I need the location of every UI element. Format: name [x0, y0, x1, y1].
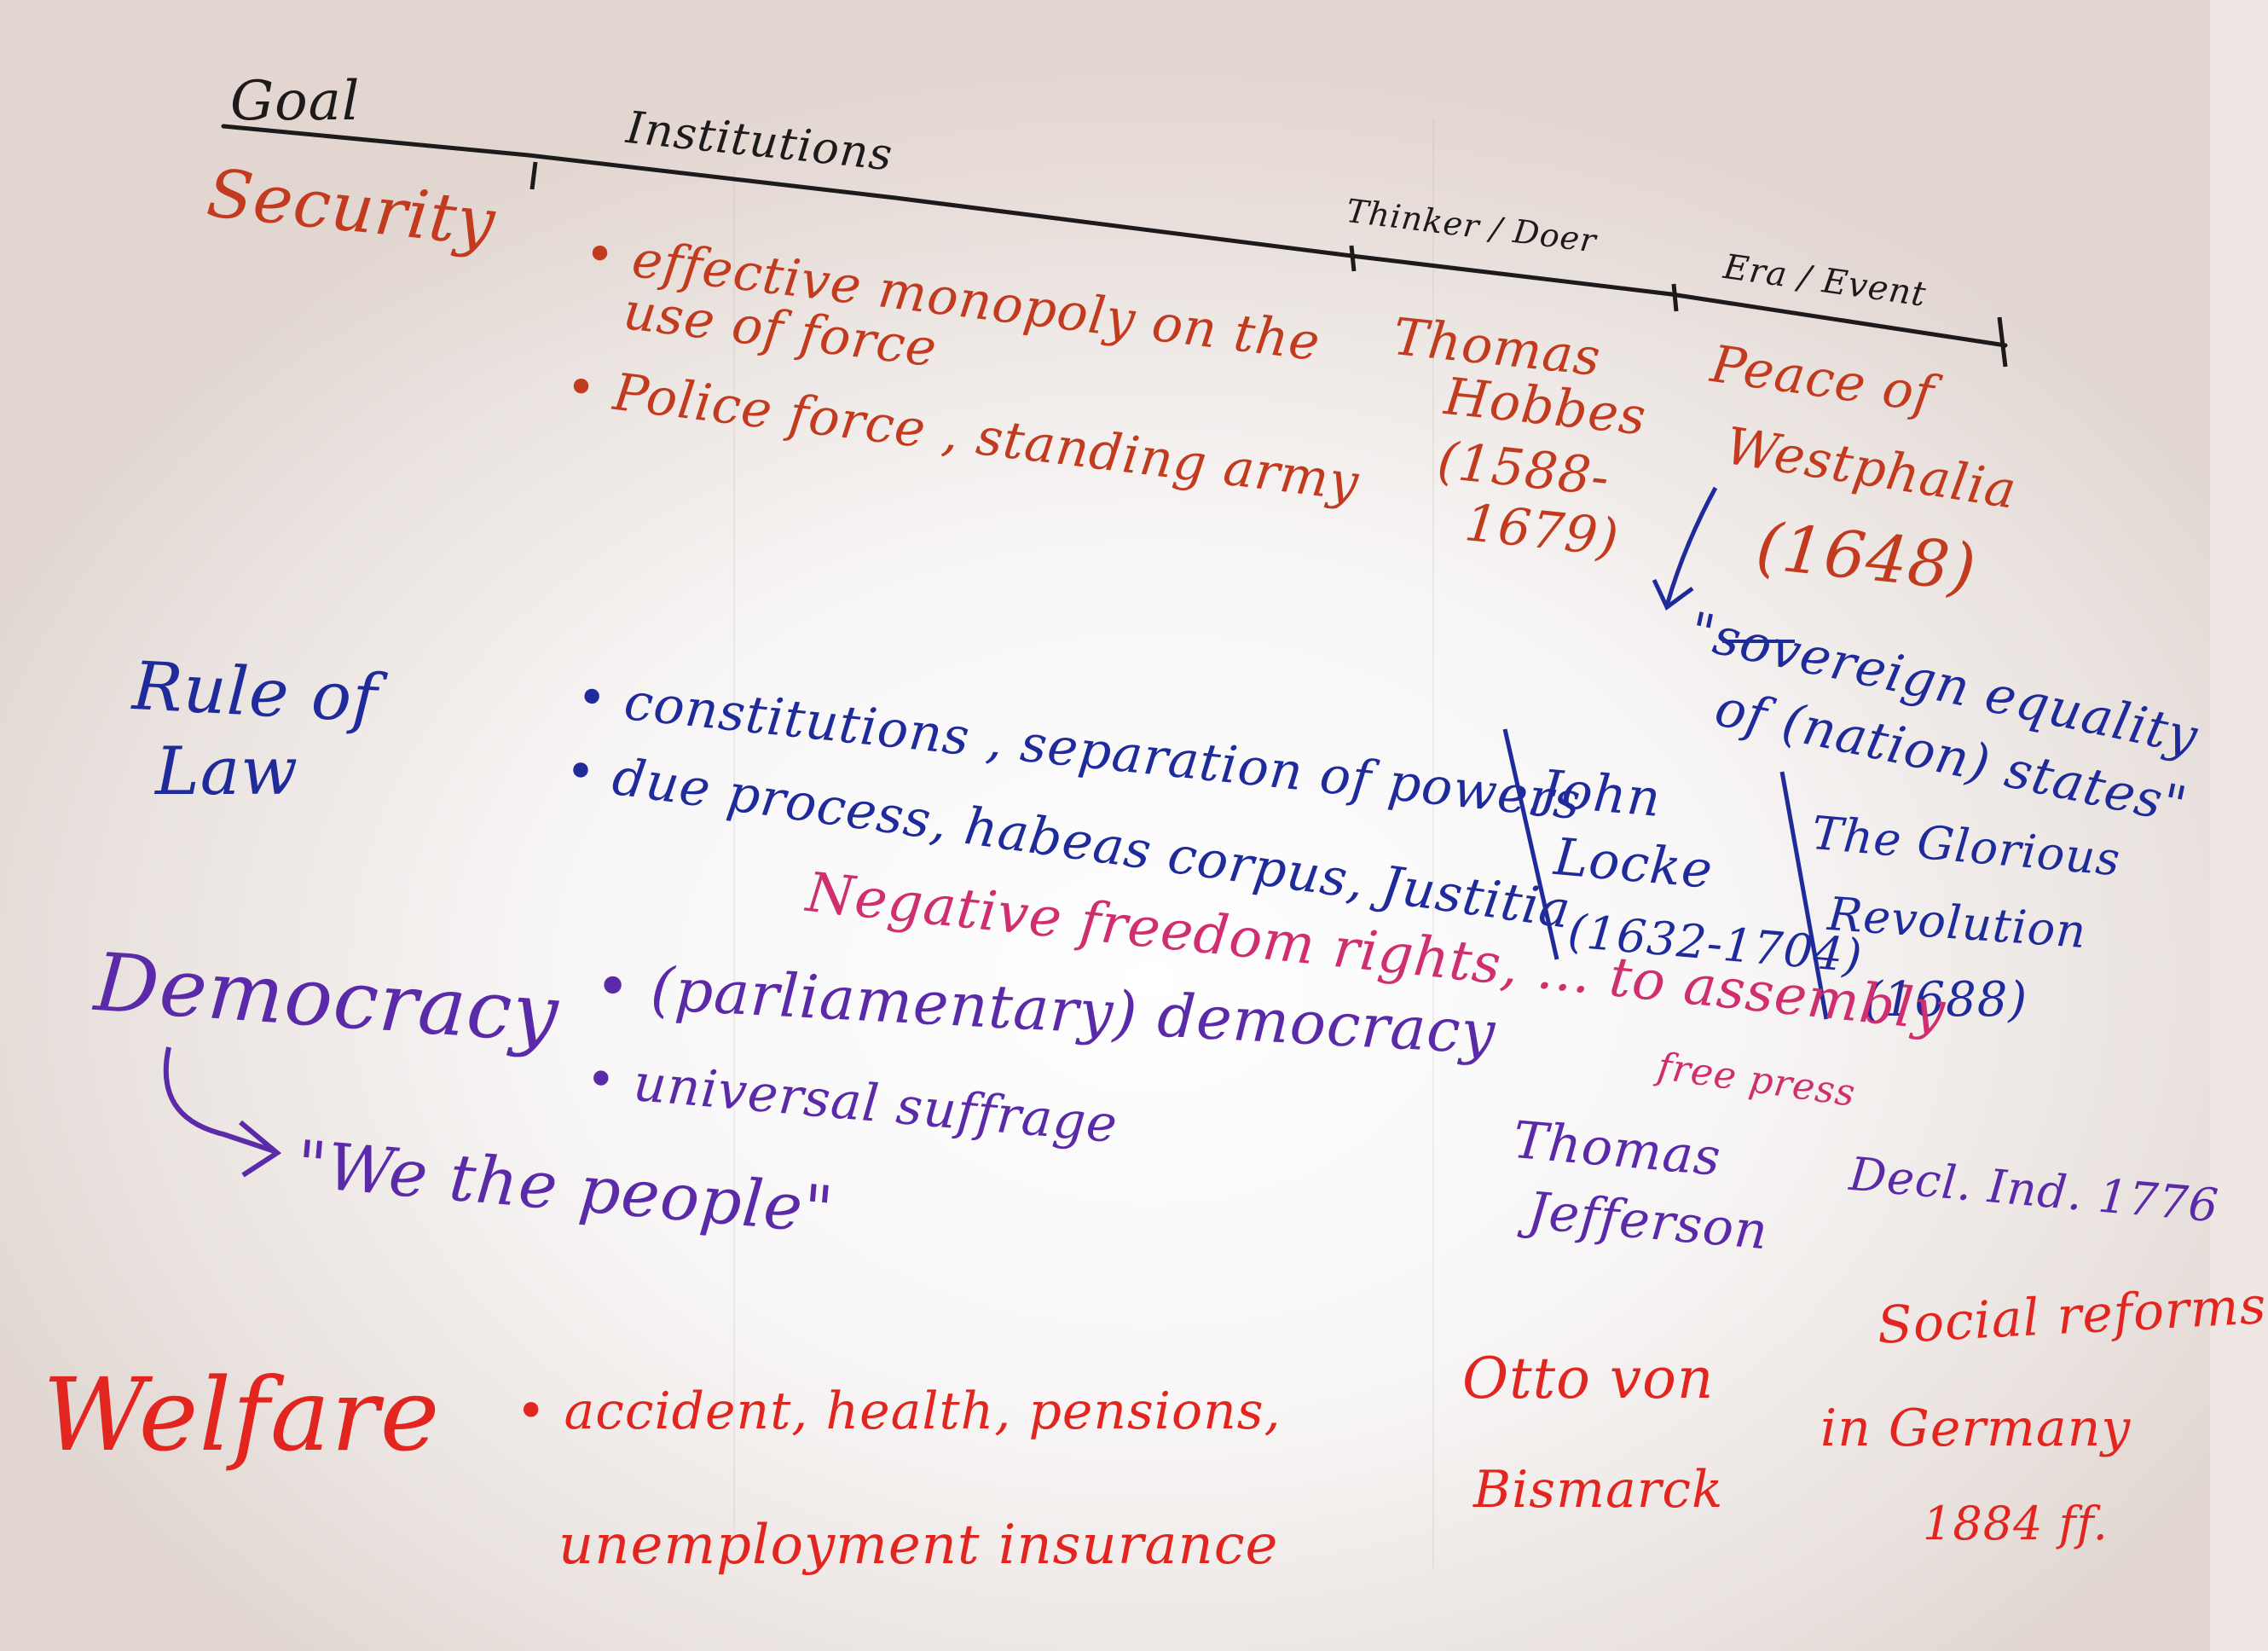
arrowhead — [1652, 578, 1694, 611]
rule-of-law-thinker-1: John — [1537, 759, 1663, 830]
wall-shadow — [0, 0, 2210, 358]
welfare-event-2: in Germany — [1820, 1399, 2132, 1458]
welfare-institution-1: • accident, health, pensions, — [516, 1382, 1282, 1441]
header-goal: Goal — [230, 70, 361, 133]
rule-of-law-goal-1: Rule of — [130, 648, 380, 738]
democracy-arrow — [163, 1046, 275, 1154]
welfare-thinker-1: Otto von — [1462, 1346, 1715, 1411]
rule-of-law-event-3: (1688) — [1864, 972, 2028, 1028]
arrowhead — [239, 1120, 282, 1178]
timeline-diagram — [163, 124, 2008, 1178]
paper-crease — [1432, 119, 1434, 1569]
axis-tick — [1997, 316, 2008, 368]
header-axis-line — [221, 124, 2008, 348]
rule-of-law-goal-2: Law — [155, 733, 299, 810]
axis-tick — [1671, 283, 1679, 312]
welfare-goal: Welfare — [43, 1356, 441, 1474]
welfare-event-3: 1884 ff. — [1923, 1497, 2109, 1550]
axis-tick — [529, 161, 538, 190]
locke-divider — [1502, 728, 1559, 960]
welfare-thinker-2: Bismarck — [1473, 1460, 1724, 1520]
paper-crease — [733, 171, 735, 1535]
welfare-institution-2: unemployment insurance — [558, 1514, 1279, 1577]
westphalia-arrow — [1664, 486, 1718, 606]
axis-tick — [1349, 245, 1357, 272]
revolution-divider — [1779, 771, 1829, 1020]
